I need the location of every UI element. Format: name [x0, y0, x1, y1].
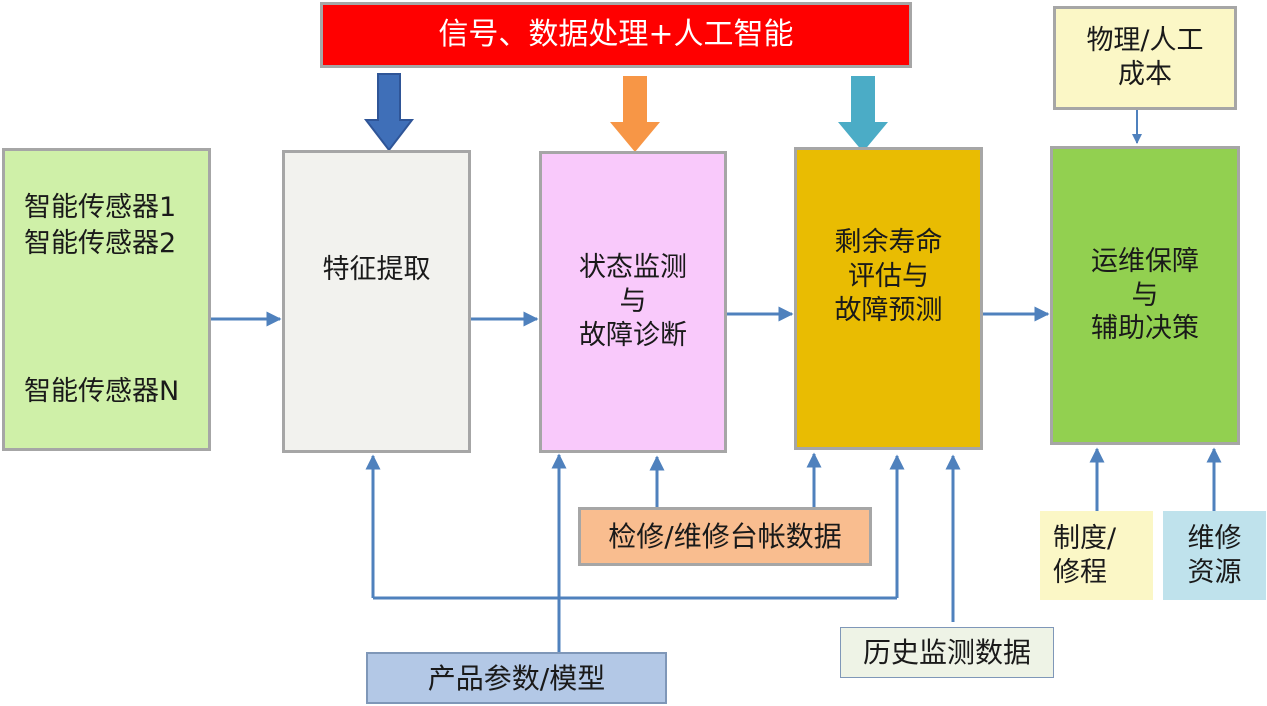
banner-arrow-rul: [838, 76, 888, 152]
product-params-label: 产品参数/模型: [427, 661, 606, 695]
banner-label: 信号、数据处理+人工智能: [438, 17, 794, 53]
state-monitoring-line-2: 与: [619, 286, 647, 318]
rul-line-1: 剩余寿命: [834, 227, 943, 258]
resources-line-2: 资源: [1187, 556, 1242, 588]
resources-box: 维修 资源: [1163, 511, 1266, 600]
history-data-label: 历史监测数据: [862, 636, 1031, 669]
rul-line-3: 故障预测: [834, 294, 943, 326]
ops-line-1: 运维保障: [1091, 245, 1199, 277]
cost-line-2: 成本: [1118, 59, 1172, 90]
ops-line-2: 与: [1131, 279, 1159, 311]
sensor-2-label: 智能传感器2: [24, 228, 177, 259]
policy-box: 制度/ 修程: [1040, 511, 1153, 600]
resources-line-1: 维修: [1187, 522, 1242, 554]
operations-support-box: 运维保障 与 辅助决策: [1050, 146, 1240, 445]
rul-prediction-box: 剩余寿命 评估与 故障预测: [794, 147, 983, 450]
policy-line-1: 制度/: [1053, 522, 1117, 554]
rul-line-2: 评估与: [848, 260, 929, 292]
cost-box: 物理/人工 成本: [1053, 6, 1237, 110]
cost-line-1: 物理/人工: [1086, 25, 1204, 57]
banner-arrow-state: [610, 76, 660, 152]
ops-line-3: 辅助决策: [1091, 313, 1199, 345]
state-monitoring-line-3: 故障诊断: [579, 319, 687, 351]
signal-processing-ai-banner: 信号、数据处理+人工智能: [320, 2, 912, 68]
ledger-label: 检修/维修台帐数据: [608, 520, 842, 553]
product-params-box: 产品参数/模型: [366, 652, 667, 704]
state-monitoring-line-1: 状态监测: [579, 252, 687, 284]
policy-line-2: 修程: [1053, 556, 1107, 588]
maintenance-ledger-box: 检修/维修台帐数据: [578, 507, 872, 566]
sensor-1-label: 智能传感器1: [24, 192, 177, 223]
smart-sensors-box: 智能传感器1 智能传感器2 智能传感器N: [2, 148, 211, 451]
sensor-n-label: 智能传感器N: [24, 376, 180, 407]
feature-extraction-box: 特征提取: [282, 150, 471, 453]
feature-extraction-label: 特征提取: [322, 254, 431, 285]
history-data-box: 历史监测数据: [840, 627, 1054, 678]
banner-arrow-feature: [363, 73, 415, 152]
state-monitoring-box: 状态监测 与 故障诊断: [539, 151, 727, 453]
